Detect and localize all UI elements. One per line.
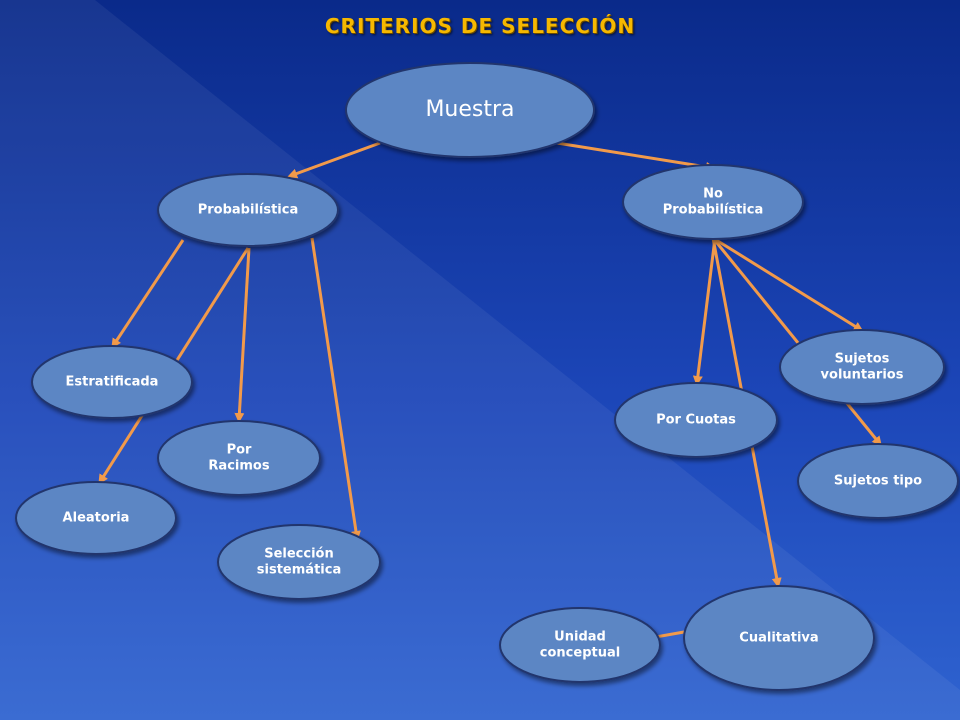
node-unidad-conceptual-label: conceptual (540, 646, 620, 661)
node-sujetos-tipo-label: Sujetos tipo (834, 474, 922, 489)
arrow-no-probabilistica-to-por-cuotas (692, 237, 717, 386)
node-unidad-conceptual: Unidad conceptual (499, 607, 661, 683)
diagram-title: CRITERIOS DE SELECCIÓN (324, 14, 636, 38)
node-por-cuotas: Por Cuotas (614, 382, 778, 458)
node-probabilistica-shape (157, 173, 339, 247)
arrow-probabilistica-to-estratificada (111, 239, 185, 349)
arrow-probabilistica-to-seleccion-sistematica (310, 237, 361, 541)
arrow-probabilistica-to-por-racimos (234, 247, 251, 423)
arrow-no-probabilistica-to-sujetos-voluntarios (712, 236, 864, 332)
node-por-racimos-label: Racimos (208, 459, 269, 474)
node-probabilistica: Probabilística (157, 173, 339, 247)
node-unidad-conceptual-label: Unidad (554, 629, 606, 644)
node-estratificada: Estratificada (31, 345, 193, 419)
nodes-layer: MuestraProbabilísticaNoProbabilísticaEst… (15, 62, 959, 691)
node-por-racimos-shape (157, 420, 321, 496)
node-sujetos-voluntarios-label: Sujetos (835, 351, 890, 366)
node-probabilistica-label: Probabilística (198, 203, 299, 218)
node-estratificada-shape (31, 345, 193, 419)
node-cualitativa-shape (683, 585, 875, 691)
node-por-racimos-label: Por (227, 442, 252, 457)
node-por-cuotas-shape (614, 382, 778, 458)
node-muestra-shape (345, 62, 595, 158)
node-unidad-conceptual-shape (499, 607, 661, 683)
node-sujetos-voluntarios-shape (779, 329, 945, 405)
node-seleccion-sistematica: Selección sistemática (217, 524, 381, 600)
node-seleccion-sistematica-label: Selección (264, 546, 334, 561)
node-no-probabilistica-shape (622, 164, 804, 240)
arrow-muestra-to-no-probabilistica (556, 141, 716, 172)
node-sujetos-tipo-shape (797, 443, 959, 519)
node-cualitativa-label: Cualitativa (739, 631, 818, 646)
node-por-cuotas-label: Por Cuotas (656, 413, 736, 428)
node-cualitativa: Cualitativa (683, 585, 875, 691)
node-no-probabilistica-label: No (703, 186, 723, 201)
arrow-no-probabilistica-to-sujetos-tipo (711, 237, 882, 447)
node-seleccion-sistematica-shape (217, 524, 381, 600)
node-aleatoria: Aleatoria (15, 481, 177, 555)
node-estratificada-label: Estratificada (66, 375, 159, 390)
node-aleatoria-shape (15, 481, 177, 555)
node-muestra: Muestra (345, 62, 595, 158)
node-sujetos-voluntarios-label: voluntarios (821, 368, 904, 383)
node-aleatoria-label: Aleatoria (63, 511, 130, 526)
node-seleccion-sistematica-label: sistemática (257, 563, 341, 578)
arrow-muestra-to-probabilistica (287, 141, 381, 179)
node-muestra-label: Muestra (425, 97, 514, 122)
node-no-probabilistica-label: Probabilística (663, 203, 764, 218)
node-sujetos-voluntarios: Sujetos voluntarios (779, 329, 945, 405)
node-sujetos-tipo: Sujetos tipo (797, 443, 959, 519)
